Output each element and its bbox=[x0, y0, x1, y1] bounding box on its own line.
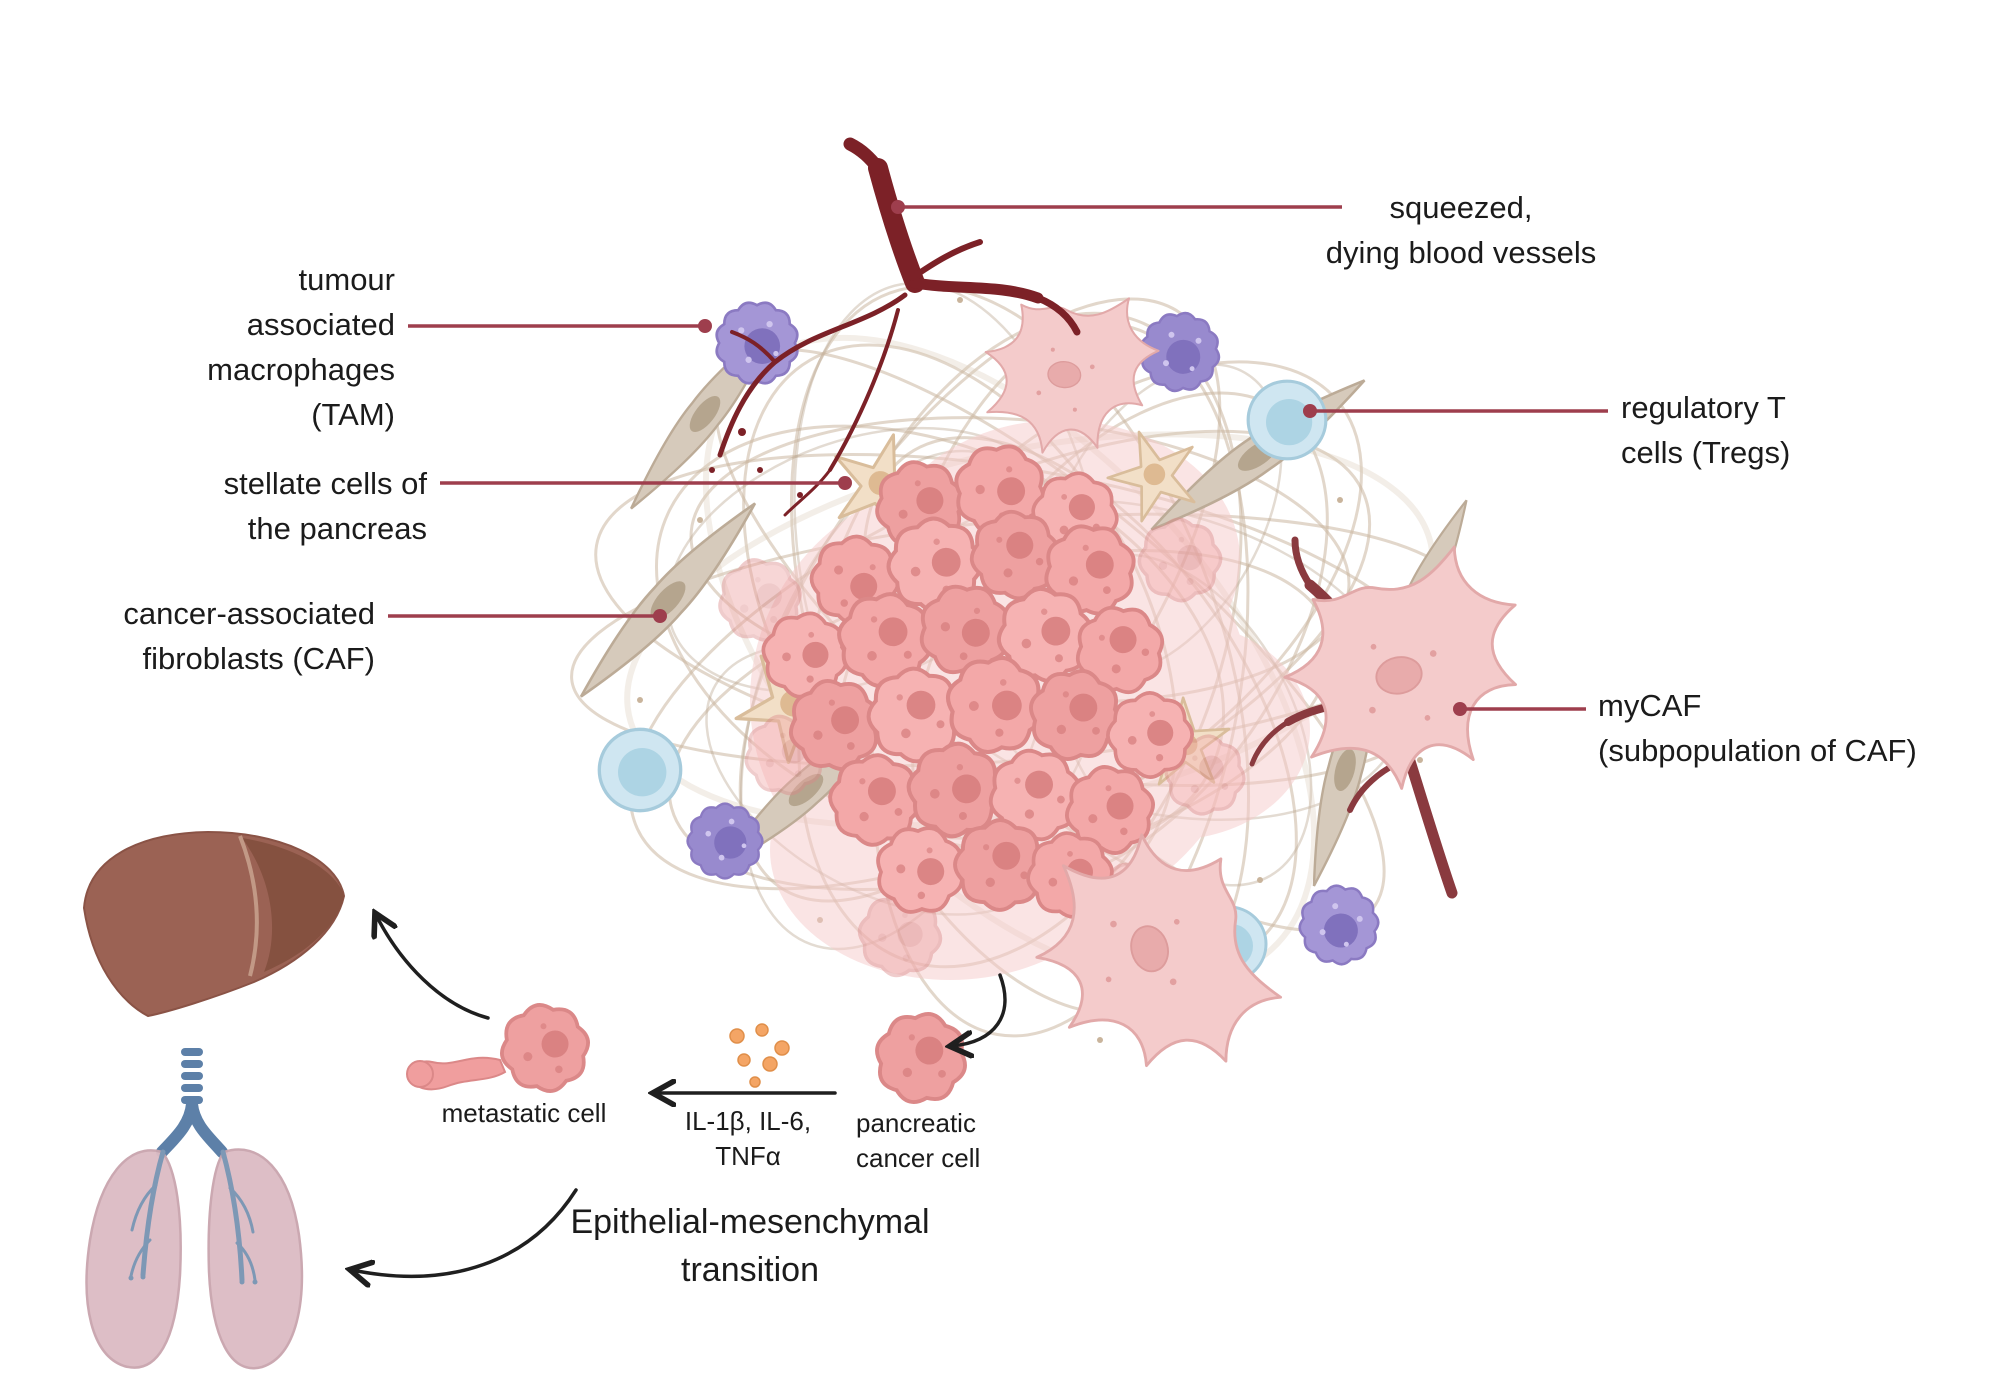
label-line: the pancreas bbox=[247, 510, 427, 546]
label-line: associated bbox=[246, 306, 395, 342]
label-pancreatic-cancer-cell: pancreatic cancer cell bbox=[856, 1106, 1076, 1176]
label-line: metastatic cell bbox=[441, 1098, 607, 1128]
callout-line-tregs bbox=[1303, 404, 1608, 418]
label-caf: cancer-associated fibroblasts (CAF) bbox=[55, 592, 375, 682]
arrow-to-liver bbox=[376, 915, 490, 1020]
label-stellate-cells: stellate cells of the pancreas bbox=[127, 462, 427, 552]
callout-line-stellate bbox=[440, 476, 852, 490]
label-line: tumour bbox=[298, 262, 395, 297]
label-line: transition bbox=[681, 1251, 819, 1290]
label-dying-blood-vessels: squeezed, dying blood vessels bbox=[1306, 186, 1616, 276]
cytokine-dots bbox=[729, 1023, 790, 1088]
callout-line-tam bbox=[408, 319, 712, 333]
callout-line-caf bbox=[388, 609, 667, 623]
label-tregs: regulatory T cells (Tregs) bbox=[1621, 386, 1901, 476]
label-line: cancer-associated bbox=[123, 596, 375, 631]
label-line: Epithelial-mesenchymal bbox=[570, 1203, 930, 1241]
lungs-illustration bbox=[85, 1048, 304, 1370]
label-line: macrophages bbox=[207, 351, 395, 387]
label-line: myCAF bbox=[1598, 688, 1702, 723]
label-line: regulatory T bbox=[1621, 390, 1786, 425]
label-line: (subpopulation of CAF) bbox=[1598, 732, 1917, 768]
label-line: TNFα bbox=[715, 1141, 781, 1172]
callout-line-vessels bbox=[891, 200, 1342, 214]
pancreatic-cancer-cell-illustration bbox=[870, 1007, 972, 1109]
flow-arrows bbox=[352, 915, 1007, 1276]
label-tam: tumour associated macrophages (TAM) bbox=[135, 258, 395, 438]
arrow-tumor-to-cell bbox=[952, 973, 1007, 1046]
label-mycaf: myCAF (subpopulation of CAF) bbox=[1598, 684, 1978, 774]
label-line: squeezed, bbox=[1389, 190, 1533, 225]
label-line: (TAM) bbox=[311, 396, 395, 432]
label-cytokines: IL-1β, IL-6, TNFα bbox=[648, 1104, 848, 1174]
label-metastatic-cell: metastatic cell bbox=[384, 1096, 664, 1131]
liver-illustration bbox=[82, 830, 346, 1018]
label-line: dying blood vessels bbox=[1325, 234, 1597, 270]
metastatic-cell-illustration bbox=[406, 997, 596, 1099]
label-emt: Epithelial-mesenchymal transition bbox=[540, 1198, 960, 1295]
label-line: cancer cell bbox=[856, 1143, 981, 1174]
callout-lines bbox=[388, 200, 1608, 716]
dying-blood-vessel bbox=[709, 137, 1081, 517]
label-line: IL-1β, IL-6, bbox=[684, 1106, 812, 1136]
callout-line-mycaf bbox=[1453, 702, 1586, 716]
label-line: stellate cells of bbox=[223, 466, 427, 501]
label-line: pancreatic bbox=[856, 1108, 976, 1138]
arrow-to-lungs bbox=[352, 1188, 578, 1276]
label-line: fibroblasts (CAF) bbox=[142, 640, 375, 676]
label-line: cells (Tregs) bbox=[1621, 434, 1791, 470]
